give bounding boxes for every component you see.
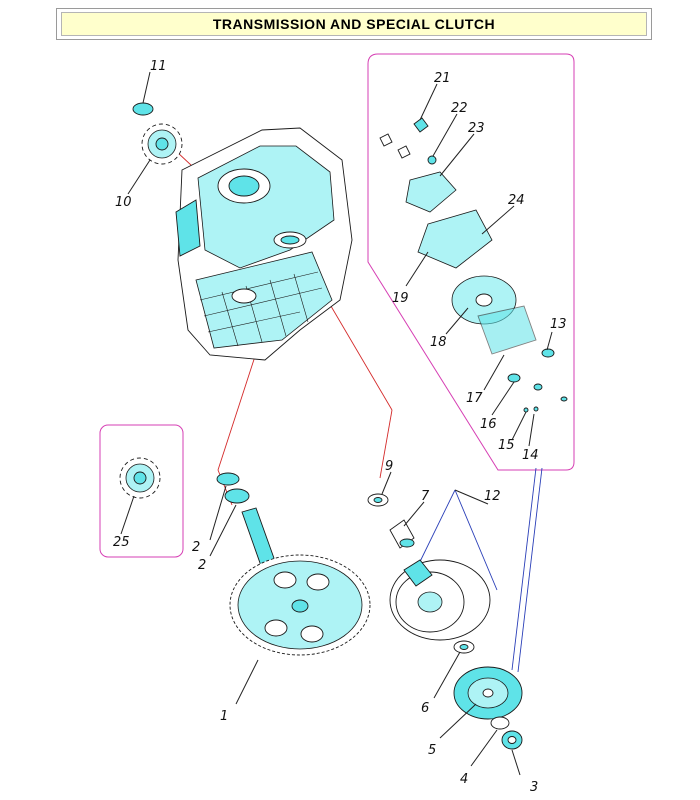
washer-6-hole xyxy=(459,644,469,650)
callout-16: 16 xyxy=(480,417,497,432)
callout-10: 10 xyxy=(115,195,132,210)
callout-5: 5 xyxy=(428,743,436,758)
leader-lines xyxy=(120,71,553,776)
callout-24: 24 xyxy=(508,193,525,208)
diagram-title: TRANSMISSION AND SPECIAL CLUTCH xyxy=(212,16,496,32)
callout-25: 25 xyxy=(113,535,130,550)
transmission-gear-shaft xyxy=(229,507,371,656)
callout-12: 12 xyxy=(484,489,501,504)
callout-4: 4 xyxy=(460,772,468,787)
circlip-11 xyxy=(132,102,154,116)
callout-7: 7 xyxy=(421,489,430,504)
callout-1: 1 xyxy=(220,709,228,724)
title-frame: TRANSMISSION AND SPECIAL CLUTCH xyxy=(56,8,652,40)
callout-11: 11 xyxy=(150,59,167,74)
callout-3: 3 xyxy=(530,780,538,795)
title-bar: TRANSMISSION AND SPECIAL CLUTCH xyxy=(61,12,647,36)
shaft-seal-lower xyxy=(224,488,250,504)
washer-4 xyxy=(490,716,510,730)
callout-23: 23 xyxy=(468,121,485,136)
callout-6: 6 xyxy=(421,701,429,716)
callout-14: 14 xyxy=(522,448,539,463)
callout-15: 15 xyxy=(498,438,515,453)
callout-2-upper: 2 xyxy=(192,540,200,555)
callout-17: 17 xyxy=(466,391,483,406)
shaft-seal-upper xyxy=(216,472,240,486)
clutch-detail-parts xyxy=(379,117,568,413)
clutch-detail-frame xyxy=(367,53,575,471)
callout-22: 22 xyxy=(451,101,468,116)
clutch-nut xyxy=(501,730,523,750)
callout-2-lower: 2 xyxy=(198,558,206,573)
clutch-bushing xyxy=(389,519,415,549)
callout-19: 19 xyxy=(392,291,409,306)
alt-sprocket-frame xyxy=(99,424,184,558)
callout-21: 21 xyxy=(434,71,451,86)
thrust-washer-hole xyxy=(373,497,383,503)
clutch-assembly xyxy=(453,666,523,720)
crankcase-housing xyxy=(175,127,353,361)
clutch-assembly-lines xyxy=(411,467,543,673)
alt-front-sprocket xyxy=(119,457,161,499)
front-sprocket xyxy=(141,123,183,165)
callout-labels: 1 2 2 3 4 5 6 7 9 10 11 12 13 14 15 16 1… xyxy=(113,59,567,795)
callout-18: 18 xyxy=(430,335,447,350)
callout-13: 13 xyxy=(550,317,567,332)
clutch-drum xyxy=(389,559,491,641)
callout-9: 9 xyxy=(385,459,393,474)
